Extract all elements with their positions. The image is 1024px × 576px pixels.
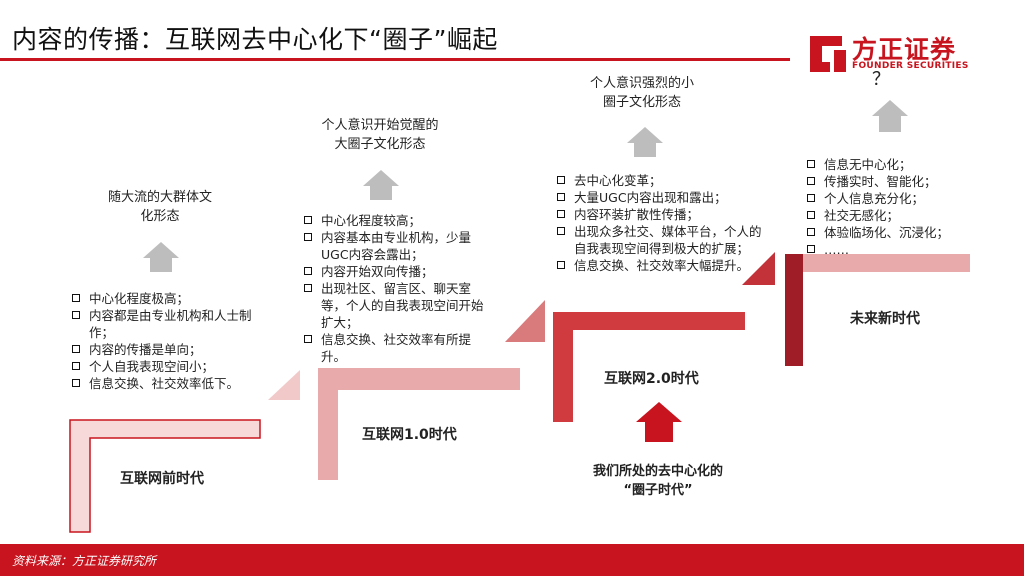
list-item: 出现社区、留言区、聊天室等，个人的自我表现空间开始扩大； [302,280,494,331]
list-item: 去中心化变革； [555,172,769,189]
list-item: 信息交换、社交效率有所提升。 [302,331,494,365]
list-item: 中心化程度较高； [302,212,494,229]
era-label: 互联网1.0时代 [362,427,457,443]
footer-bar [0,544,1024,576]
title-divider [0,58,790,61]
list-item: 内容基本由专业机构，少量UGC内容会露出； [302,229,494,263]
up-arrow-icon [872,100,908,132]
stage-bullet-list: 中心化程度较高； 内容基本由专业机构，少量UGC内容会露出； 内容开始双向传播；… [302,212,494,365]
list-item: 大量UGC内容出现和露出； [555,189,769,206]
era-label: 互联网前时代 [120,471,204,487]
stage-caption: 个人意识开始觉醒的 大圈子文化形态 [321,118,439,152]
list-item: 传播实时、智能化； [805,173,995,190]
source-note: 资料来源：方正证券研究所 [12,554,157,568]
page-title: 内容的传播：互联网去中心化下“圈子”崛起 [12,25,498,54]
up-arrow-icon [363,170,399,200]
logo-name: 方正证券 [852,35,957,64]
logo-subtitle: FOUNDER SECURITIES [852,61,969,71]
list-item: 信息交换、社交效率低下。 [70,375,258,392]
stage-caption: ？ [872,69,890,90]
list-item: 内容开始双向传播； [302,263,494,280]
list-item: 内容环装扩散性传播； [555,206,769,223]
stage-bullet-list: 中心化程度极高； 内容都是由专业机构和人士制作； 内容的传播是单向； 个人自我表… [70,290,258,392]
list-item: …… [805,241,995,258]
list-item: 中心化程度极高； [70,290,258,307]
list-item: 个人自我表现空间小； [70,358,258,375]
list-item: 信息无中心化； [805,156,995,173]
list-item: 出现众多社交、媒体平台，个人的自我表现空间得到极大的扩展； [555,223,769,257]
step-pre-internet [69,370,300,533]
current-era-note: 我们所处的去中心化的 “圈子时代” [592,464,723,498]
founder-logo-icon [810,36,846,72]
stage-bullet-list: 信息无中心化； 传播实时、智能化； 个人信息充分化； 社交无感化； 体验临场化、… [805,156,995,258]
list-item: 社交无感化； [805,207,995,224]
stage-caption: 个人意识强烈的小 圈子文化形态 [589,76,694,110]
up-arrow-icon [627,127,663,157]
step-internet-2 [553,252,775,422]
list-item: 个人信息充分化； [805,190,995,207]
step-future [785,254,970,366]
stage-caption: 随大流的大群体文 化形态 [107,190,212,224]
list-item: 内容的传播是单向； [70,341,258,358]
era-label: 互联网2.0时代 [604,371,699,387]
era-label: 未来新时代 [850,311,920,327]
up-arrow-icon [143,242,179,272]
list-item: 内容都是由专业机构和人士制作； [70,307,258,341]
current-era-arrow-icon [636,402,682,442]
list-item: 信息交换、社交效率大幅提升。 [555,257,769,274]
list-item: 体验临场化、沉浸化； [805,224,995,241]
step-internet-1 [318,300,545,480]
stage-bullet-list: 去中心化变革； 大量UGC内容出现和露出； 内容环装扩散性传播； 出现众多社交、… [555,172,769,274]
